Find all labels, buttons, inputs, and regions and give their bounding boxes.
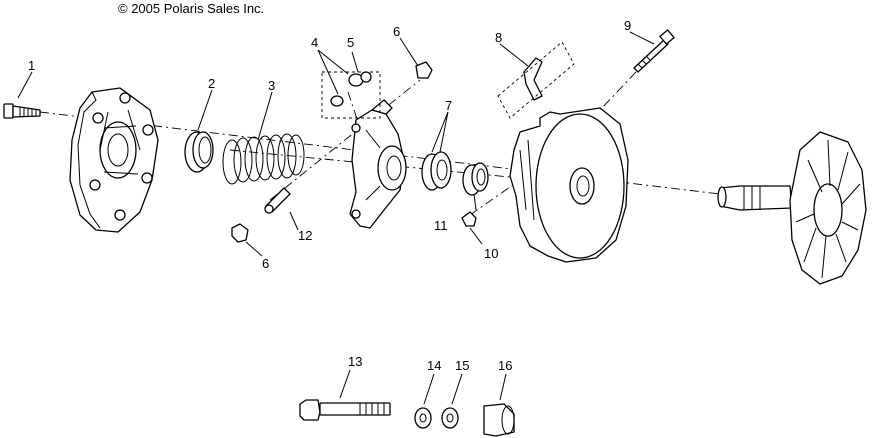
part-8-group-box <box>497 41 575 119</box>
fixed-sheave <box>717 131 867 285</box>
part-16-bushing <box>483 403 515 437</box>
part-4-washer <box>330 95 344 107</box>
part-4-5-group-box <box>321 71 381 119</box>
part-2-ring <box>184 131 214 173</box>
callout-7: 7 <box>445 98 452 113</box>
callout-13: 13 <box>348 354 362 369</box>
part-11-bushing <box>462 162 489 196</box>
part-13-bolt <box>299 399 391 421</box>
callout-1: 1 <box>28 58 35 73</box>
callout-12: 12 <box>298 228 312 243</box>
cover-plate <box>69 87 159 233</box>
copyright-notice: © 2005 Polaris Sales Inc. <box>118 1 264 16</box>
callout-15: 15 <box>455 358 469 373</box>
part-14-washer <box>414 407 432 429</box>
callout-5: 5 <box>347 35 354 50</box>
part-6-cap-upper <box>415 61 433 79</box>
callout-8: 8 <box>495 30 502 45</box>
part-12-pin <box>264 187 291 214</box>
callout-11: 11 <box>434 218 448 233</box>
leader-lines <box>17 31 655 405</box>
callout-6-upper: 6 <box>393 24 400 39</box>
part-1-bolt <box>3 103 41 119</box>
callout-14: 14 <box>427 358 441 373</box>
part-3-spring <box>222 133 305 185</box>
callout-16: 16 <box>498 358 512 373</box>
part-15-washer <box>441 407 459 429</box>
part-7-rollers <box>421 151 452 191</box>
callout-3: 3 <box>268 78 275 93</box>
callout-4: 4 <box>311 35 318 50</box>
callout-10: 10 <box>484 246 498 261</box>
callout-6-lower: 6 <box>262 256 269 271</box>
callout-2: 2 <box>208 76 215 91</box>
spider <box>349 99 407 229</box>
part-8-weight <box>523 57 543 101</box>
part-5-roller <box>348 71 372 87</box>
callout-labels: 1 2 3 4 5 6 6 7 8 9 10 11 12 13 14 15 16 <box>28 18 631 373</box>
part-9-bolt <box>633 29 675 73</box>
part-6-cap-lower <box>231 223 249 243</box>
part-10-nut <box>461 211 477 227</box>
callout-9: 9 <box>624 18 631 33</box>
movable-sheave <box>509 107 629 263</box>
